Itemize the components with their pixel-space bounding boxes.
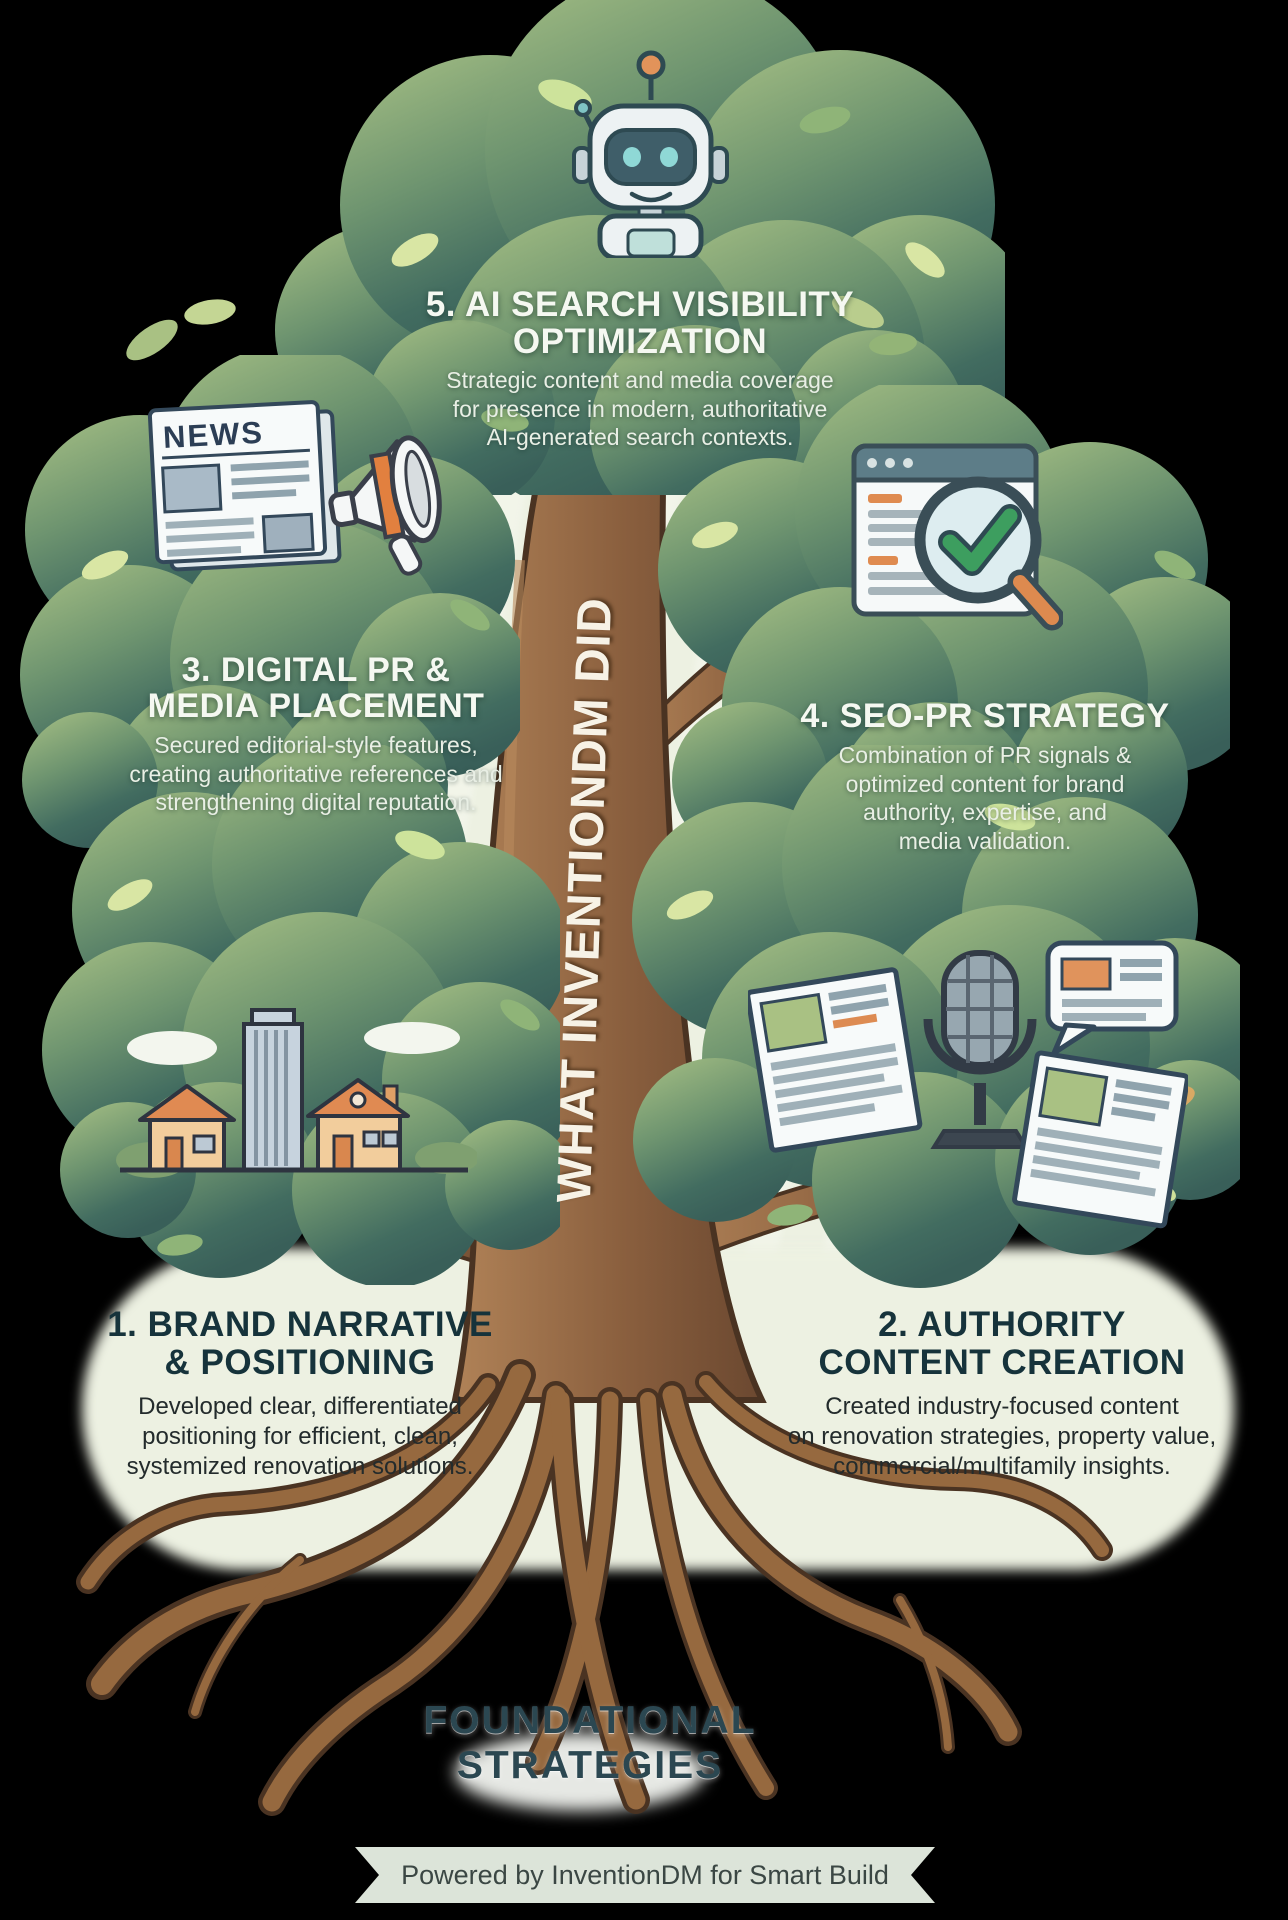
seo-check-browser-icon — [851, 443, 1063, 631]
digital-pr-desc: Secured editorial-style features, creati… — [129, 732, 503, 816]
news-label: NEWS — [162, 415, 265, 455]
microphone-icon — [923, 950, 1037, 1149]
newspaper-icon: NEWS — [147, 400, 342, 572]
article-doc-right-icon — [1012, 1050, 1188, 1229]
brand-narrative-desc: Developed clear, differentiated position… — [126, 1392, 474, 1481]
brand-narrative-text-block: 1. BRAND NARRATIVE & POSITIONING Develop… — [60, 1306, 540, 1482]
leaf-accents — [107, 830, 540, 1256]
mic-documents-icon — [748, 940, 1188, 1229]
house-right-icon — [306, 1078, 410, 1172]
authority-content-desc: Created industry-focused content on reno… — [787, 1392, 1217, 1481]
roots — [76, 1359, 1113, 1816]
authority-content-text-block: 2. AUTHORITY CONTENT CREATION Created in… — [762, 1306, 1242, 1482]
ai-search-desc: Strategic content and media coverage for… — [446, 367, 834, 451]
digital-pr-title: 3. DIGITAL PR & MEDIA PLACEMENT — [147, 651, 485, 726]
digital-pr-text-block: 3. DIGITAL PR & MEDIA PLACEMENT Secured … — [76, 652, 556, 817]
seo-pr-desc: Combination of PR signals & optimized co… — [838, 742, 1132, 854]
seo-pr-text-block: 4. SEO-PR STRATEGY Combination of PR sig… — [745, 698, 1225, 855]
robot-icon — [572, 50, 729, 258]
powered-by-text: Powered by InventionDM for Smart Build — [401, 1859, 889, 1890]
newspaper-megaphone-icon: NEWS — [147, 400, 442, 576]
ai-search-title: 5. AI SEARCH VISIBILITY OPTIMIZATION — [425, 285, 855, 362]
ai-search-text-block: 5. AI SEARCH VISIBILITY OPTIMIZATION Str… — [390, 286, 890, 452]
foundational-strategies-label: FOUNDATIONAL STRATEGIES — [423, 1699, 757, 1788]
seo-pr-title: 4. SEO-PR STRATEGY — [800, 697, 1170, 735]
leaf-accents — [391, 79, 945, 432]
city-buildings-icon — [116, 1008, 477, 1178]
speech-bubble-doc-icon — [1045, 940, 1179, 1056]
megaphone-icon — [328, 435, 442, 576]
house-left-icon — [138, 1084, 236, 1172]
brand-narrative-title: 1. BRAND NARRATIVE & POSITIONING — [107, 1305, 493, 1382]
backdrop-roots-glow — [455, 1733, 705, 1811]
authority-content-title: 2. AUTHORITY CONTENT CREATION — [818, 1305, 1186, 1382]
article-doc-left-icon — [748, 967, 923, 1153]
powered-by-ribbon: Powered by InventionDM for Smart Build — [355, 1847, 935, 1903]
